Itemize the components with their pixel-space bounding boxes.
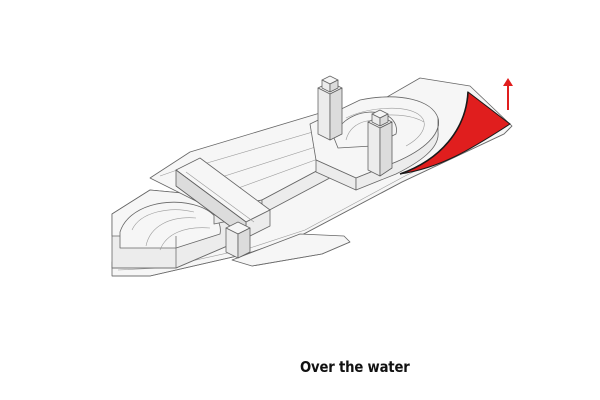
diagram-caption: Over the water xyxy=(300,358,410,376)
arrow-up-icon xyxy=(503,78,513,110)
transverse-block xyxy=(175,157,271,239)
tall-tower-front xyxy=(367,109,393,177)
raised-edge-wedge xyxy=(399,91,511,175)
tall-tower-back xyxy=(317,75,343,141)
left-tower xyxy=(225,221,251,259)
left-dome-block xyxy=(111,189,233,269)
